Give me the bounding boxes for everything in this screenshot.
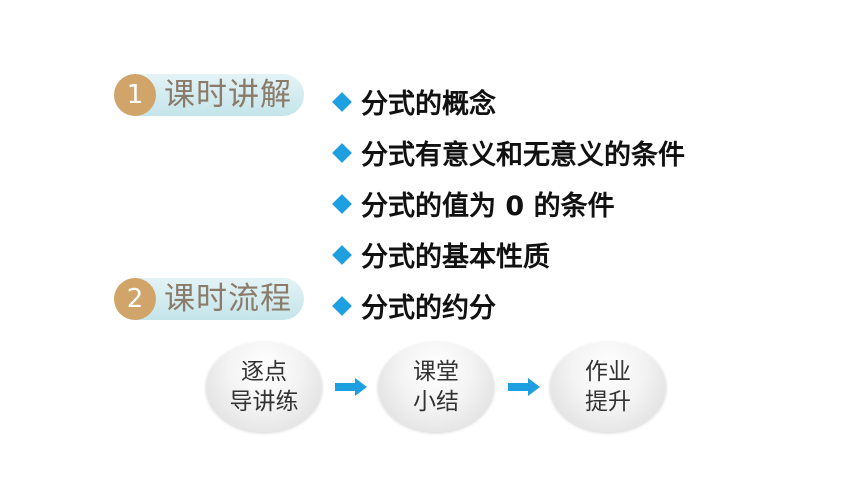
diamond-bullet-icon xyxy=(332,295,352,316)
section-header-lesson-process: 2 课时流程 xyxy=(114,278,304,320)
section-number-badge: 2 xyxy=(114,278,156,320)
topic-text: 分式的值为 0 的条件 xyxy=(361,191,615,222)
flow-step-label-line1: 课堂 xyxy=(413,359,459,385)
diamond-bullet-icon xyxy=(332,91,352,112)
section-number-badge: 1 xyxy=(114,74,156,116)
flow-step-label-line2: 提升 xyxy=(585,389,631,415)
topic-list: 分式的概念 分式有意义和无意义的条件 分式的值为 0 的条件 分式的基本性质 分… xyxy=(330,76,685,331)
flow-step-homework[interactable]: 作业 提升 xyxy=(550,342,666,432)
topic-item[interactable]: 分式的约分 xyxy=(330,280,685,331)
diamond-bullet-icon xyxy=(332,142,352,163)
flow-step-class-summary[interactable]: 课堂 小结 xyxy=(378,342,494,432)
diamond-bullet-icon xyxy=(332,193,352,214)
right-arrow-icon xyxy=(508,378,540,396)
flow-step-label-line1: 逐点 xyxy=(241,359,287,385)
flow-step-point-by-point-practice[interactable]: 逐点 导讲练 xyxy=(206,342,322,432)
topic-item[interactable]: 分式有意义和无意义的条件 xyxy=(330,127,685,178)
topic-item[interactable]: 分式的基本性质 xyxy=(330,229,685,280)
topic-item[interactable]: 分式的概念 xyxy=(330,76,685,127)
topic-text: 分式有意义和无意义的条件 xyxy=(361,140,685,171)
right-arrow-icon xyxy=(335,378,367,396)
section-title: 课时流程 xyxy=(164,281,292,317)
diamond-bullet-icon xyxy=(332,244,352,265)
flow-step-label-line1: 作业 xyxy=(585,359,631,385)
flow-step-label-line2: 导讲练 xyxy=(229,389,299,415)
topic-text: 分式的基本性质 xyxy=(361,242,550,273)
flow-step-label-line2: 小结 xyxy=(413,389,459,415)
topic-item[interactable]: 分式的值为 0 的条件 xyxy=(330,178,685,229)
section-header-lesson-explanation: 1 课时讲解 xyxy=(114,74,304,116)
section-title: 课时讲解 xyxy=(164,77,292,113)
topic-text: 分式的约分 xyxy=(361,293,496,324)
topic-text: 分式的概念 xyxy=(361,89,496,120)
